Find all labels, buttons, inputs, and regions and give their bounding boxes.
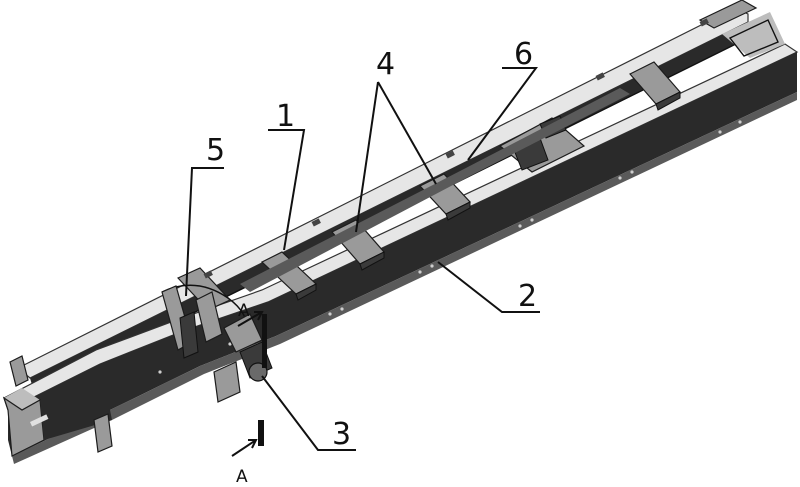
crossmember-3 [419, 173, 471, 221]
crossmembers [176, 61, 681, 311]
leader-2 [437, 261, 540, 313]
front-end-crossmember [2, 355, 113, 457]
callout-label-4: 4 [376, 47, 395, 82]
section-arrow-lower [231, 439, 258, 457]
callout-label-2: 2 [518, 279, 537, 314]
leader-3 [261, 375, 356, 451]
section-label-upper: A [238, 301, 250, 321]
callout-labels: 1 2 3 4 5 6 A A [206, 37, 537, 487]
leader-6 [467, 67, 538, 161]
chassis-frame [2, 0, 799, 464]
reinforcement-beam [240, 88, 630, 292]
callout-label-6: 6 [514, 37, 533, 72]
leader-5 [185, 167, 224, 297]
rail-clips [203, 18, 709, 279]
crossmember-5 [629, 61, 681, 111]
front-bracket-assembly [161, 284, 263, 359]
near-side-rail [3, 43, 799, 464]
callout-label-5: 5 [206, 133, 225, 168]
leader-1 [268, 129, 306, 251]
section-arrow-upper [237, 311, 264, 327]
leader-4b [377, 81, 437, 185]
rear-end-crossmember [698, 0, 785, 58]
rail-bolt-holes [158, 120, 742, 374]
callout-label-3: 3 [332, 417, 351, 452]
callout-leaders [185, 67, 540, 457]
mount-hardware [213, 314, 273, 403]
section-bar-lower [258, 420, 264, 446]
leader-4a [355, 81, 379, 233]
crossmember-1 [260, 251, 318, 301]
callout-label-1: 1 [276, 99, 295, 134]
section-label-lower: A [236, 467, 248, 487]
